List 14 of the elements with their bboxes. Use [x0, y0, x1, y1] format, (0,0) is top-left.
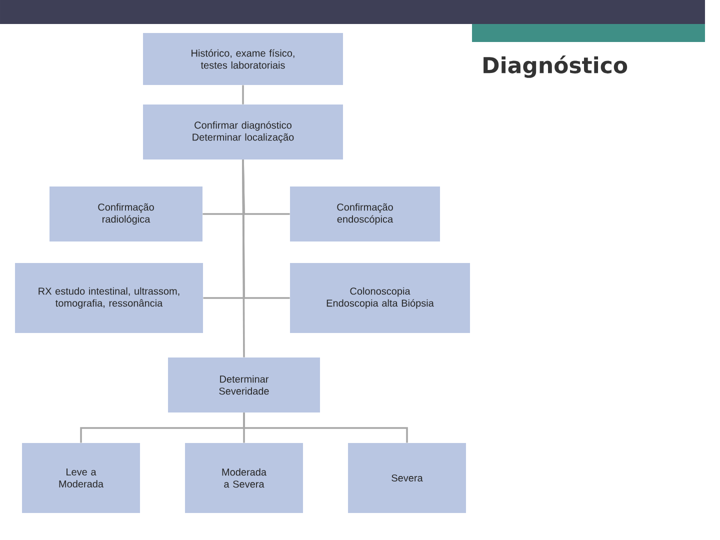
process-box: Confirmação endoscópica	[290, 186, 440, 242]
process-box: Severa	[348, 443, 466, 513]
connector-line	[243, 412, 408, 443]
process-box: RX estudo intestinal, ultrassom, tomografia, ressonância	[15, 263, 203, 333]
process-box: Determinar Severidade	[168, 358, 320, 412]
process-box: Confirmar diagnóstico Determinar localização	[143, 104, 343, 160]
process-box: Leve a Moderada	[22, 443, 140, 513]
process-box: Confirmação radiológica	[50, 186, 202, 242]
connector-line	[242, 85, 244, 104]
slide-title: Diagnóstico	[484, 56, 628, 78]
connector-line	[242, 160, 245, 358]
process-box: Histórico, exame físico, testes laboratoriais	[143, 33, 343, 85]
process-box: Colonoscopia Endoscopia alta Biópsia	[290, 263, 470, 333]
process-box: Moderada a Severa	[185, 443, 303, 513]
